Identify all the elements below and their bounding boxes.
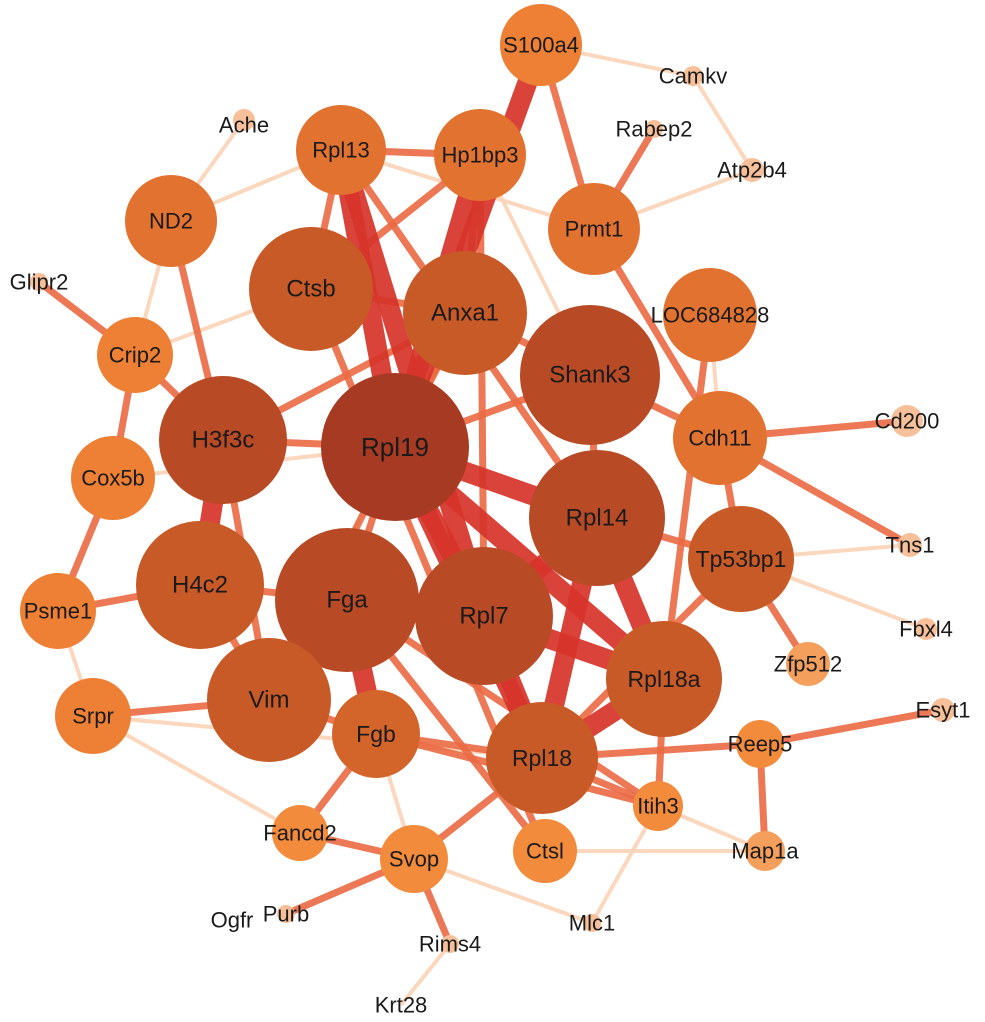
node-h4c2 bbox=[136, 521, 264, 649]
node-atp2b4 bbox=[740, 158, 764, 182]
node-mlc1 bbox=[583, 914, 601, 932]
node-label-map1a: Map1a bbox=[731, 839, 799, 864]
node-layer bbox=[20, 4, 955, 953]
node-label-krt28: Krt28 bbox=[375, 993, 428, 1018]
node-cdh11 bbox=[673, 391, 767, 485]
node-label-mlc1: Mlc1 bbox=[569, 911, 615, 936]
node-hp1bp3 bbox=[434, 109, 526, 201]
node-vim bbox=[207, 638, 331, 762]
node-ctsl bbox=[513, 819, 577, 883]
node-label-vim: Vim bbox=[249, 687, 290, 714]
node-label-h3f3c: H3f3c bbox=[192, 427, 255, 454]
node-label-shank3: Shank3 bbox=[549, 362, 630, 389]
node-rpl19 bbox=[321, 373, 469, 521]
node-label-crip2: Crip2 bbox=[109, 343, 162, 368]
node-label-prmt1: Prmt1 bbox=[565, 217, 624, 242]
node-shank3 bbox=[520, 305, 660, 445]
node-purb bbox=[277, 905, 295, 923]
node-svop bbox=[380, 825, 448, 893]
node-label-rims4: Rims4 bbox=[419, 932, 481, 957]
node-ache bbox=[233, 109, 255, 131]
node-glipr2 bbox=[30, 273, 48, 291]
node-reep5 bbox=[736, 720, 784, 768]
node-rpl13 bbox=[296, 105, 386, 195]
node-label-loc684828: LOC684828 bbox=[651, 303, 770, 328]
node-label-cdh11: Cdh11 bbox=[688, 426, 751, 451]
node-loc684828 bbox=[663, 268, 757, 362]
node-fga bbox=[275, 528, 419, 672]
node-label-srpr: Srpr bbox=[72, 704, 114, 729]
node-label-rpl18a: Rpl18a bbox=[628, 666, 701, 692]
node-label-zfp512: Zfp512 bbox=[774, 652, 843, 677]
edge-rims4-krt28 bbox=[399, 942, 452, 1007]
node-rabep2 bbox=[645, 120, 663, 138]
node-label-fbxl4: Fbxl4 bbox=[899, 617, 953, 642]
node-map1a bbox=[745, 831, 785, 871]
node-label-tp53bp1: Tp53bp1 bbox=[696, 546, 787, 572]
node-tp53bp1 bbox=[688, 506, 794, 612]
node-prmt1 bbox=[548, 183, 640, 275]
node-cox5b bbox=[71, 436, 155, 520]
node-fancd2 bbox=[272, 805, 328, 861]
node-nd2 bbox=[125, 175, 217, 267]
node-ctsb bbox=[249, 227, 373, 351]
node-rpl18a bbox=[606, 621, 722, 737]
node-label-anxa1: Anxa1 bbox=[431, 300, 499, 327]
node-label-fgb: Fgb bbox=[356, 721, 396, 747]
node-rpl14 bbox=[529, 450, 665, 586]
node-rims4 bbox=[441, 935, 459, 953]
node-label-ache: Ache bbox=[219, 113, 269, 138]
node-label-s100a4: S100a4 bbox=[503, 33, 579, 58]
node-label-ctsb: Ctsb bbox=[286, 276, 335, 303]
node-zfp512 bbox=[786, 642, 830, 686]
node-itih3 bbox=[633, 781, 683, 831]
node-label-rpl7: Rpl7 bbox=[459, 603, 508, 630]
node-label-nd2: ND2 bbox=[149, 209, 193, 234]
node-label-ctsl: Ctsl bbox=[526, 839, 564, 864]
node-label-fancd2: Fancd2 bbox=[263, 821, 336, 846]
node-label-camkv: Camkv bbox=[659, 64, 727, 89]
node-crip2 bbox=[97, 317, 173, 393]
node-fgb bbox=[332, 690, 420, 778]
node-label-rpl19: Rpl19 bbox=[361, 432, 429, 462]
node-s100a4 bbox=[500, 4, 582, 86]
node-label-cox5b: Cox5b bbox=[81, 466, 145, 491]
node-rpl7 bbox=[415, 547, 553, 685]
node-srpr bbox=[55, 678, 131, 754]
node-label-rabep2: Rabep2 bbox=[615, 117, 692, 142]
node-anxa1 bbox=[403, 251, 527, 375]
node-label-h4c2: H4c2 bbox=[172, 572, 228, 599]
node-camkv bbox=[683, 66, 703, 86]
node-label-rpl14: Rpl14 bbox=[566, 505, 629, 532]
edge-loc684828-rpl18a bbox=[660, 314, 714, 680]
node-fbxl4 bbox=[915, 618, 937, 640]
node-label-fga: Fga bbox=[326, 587, 368, 614]
node-label-esyt1: Esyt1 bbox=[915, 698, 970, 723]
node-label-ogfr: Ogfr bbox=[211, 908, 254, 933]
node-label-tns1: Tns1 bbox=[886, 533, 935, 558]
node-label-reep5: Reep5 bbox=[728, 732, 793, 757]
node-tns1 bbox=[898, 533, 922, 557]
node-label-purb: Purb bbox=[263, 902, 309, 927]
node-h3f3c bbox=[159, 376, 287, 504]
node-esyt1 bbox=[931, 698, 955, 722]
node-label-svop: Svop bbox=[389, 847, 439, 872]
node-label-itih3: Itih3 bbox=[637, 794, 679, 819]
node-psme1 bbox=[20, 573, 96, 649]
node-rpl18 bbox=[486, 702, 598, 814]
node-cd200 bbox=[891, 405, 923, 437]
node-label-rpl18: Rpl18 bbox=[512, 745, 572, 771]
node-label-glipr2: Glipr2 bbox=[10, 270, 69, 295]
edge-reep5-esyt1 bbox=[759, 706, 944, 748]
edge-camkv-atp2b4 bbox=[691, 74, 754, 172]
edge-srpr-fancd2 bbox=[92, 714, 301, 835]
node-label-hp1bp3: Hp1bp3 bbox=[441, 143, 518, 168]
node-label-psme1: Psme1 bbox=[24, 599, 92, 624]
node-label-atp2b4: Atp2b4 bbox=[717, 158, 787, 183]
node-label-rpl13: Rpl13 bbox=[312, 138, 369, 163]
node-label-cd200: Cd200 bbox=[875, 409, 940, 434]
